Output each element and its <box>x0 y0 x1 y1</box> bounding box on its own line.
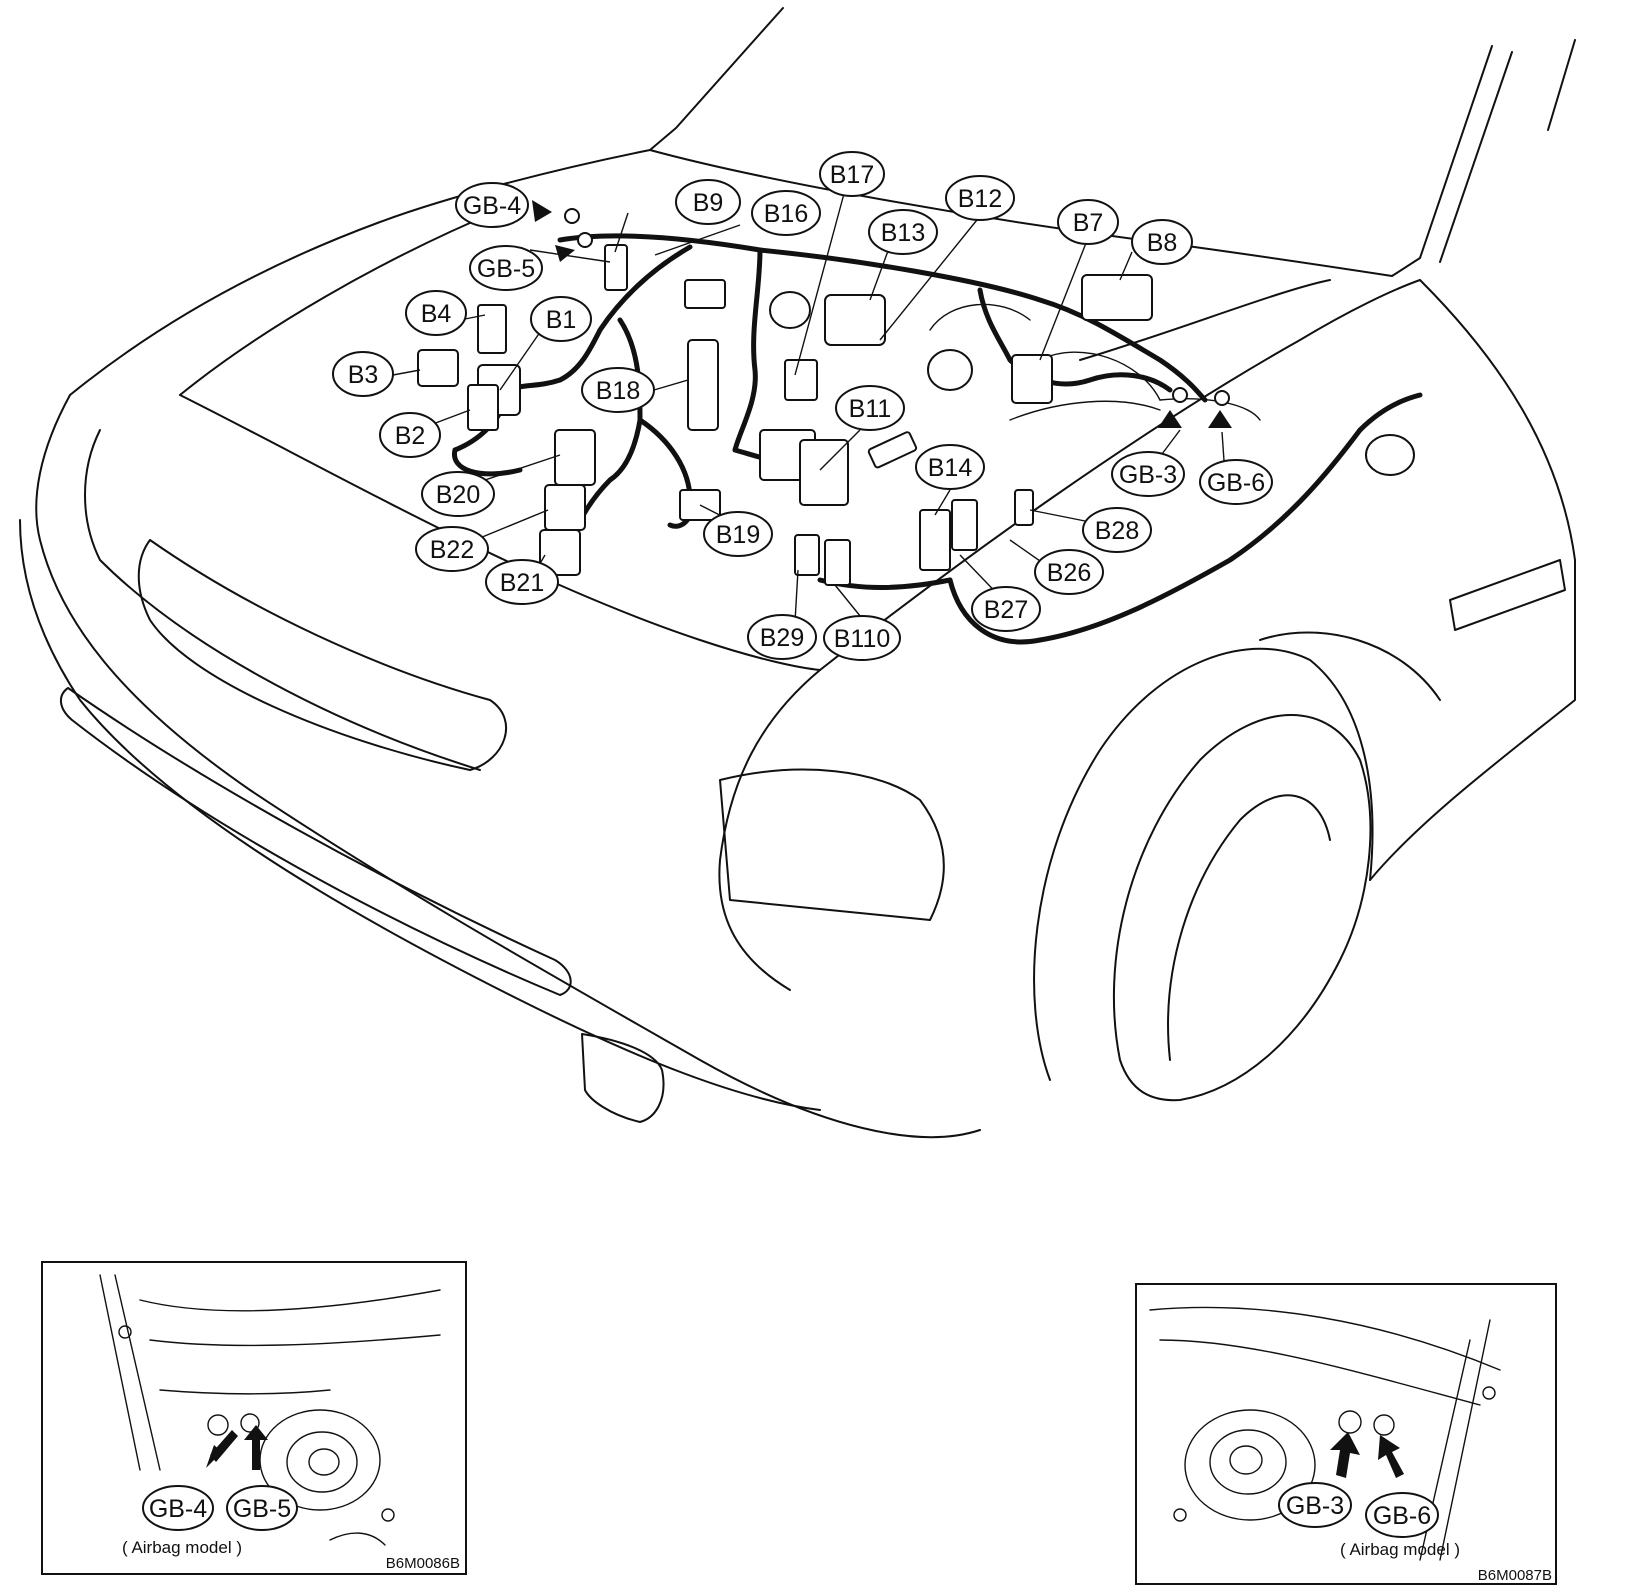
wiring-harness <box>452 233 1423 645</box>
callout-b3: B3 <box>332 351 394 397</box>
callout-b4: B4 <box>405 290 467 336</box>
callout-label: B110 <box>834 625 891 653</box>
callout-gb-5: GB-5 <box>469 245 543 291</box>
callout-label: B22 <box>430 536 474 564</box>
callout-b13: B13 <box>868 209 938 255</box>
callout-label: B26 <box>1047 559 1091 587</box>
callout-b2: B2 <box>379 412 441 458</box>
callout-label: B19 <box>716 521 760 549</box>
callout-b27: B27 <box>971 586 1041 632</box>
callout-gb-4: GB-4 <box>455 182 529 228</box>
callout-b8: B8 <box>1131 219 1193 265</box>
inset-left-gb5-callout: GB-5 <box>226 1485 298 1531</box>
inset-left-caption: ( Airbag model ) <box>122 1538 242 1557</box>
inset-right-labels: GB-3 GB-6 ( Airbag model ) B6M0087B <box>1278 1482 1552 1584</box>
inset-left-code: B6M0086B <box>386 1555 460 1572</box>
callout-b20: B20 <box>421 471 495 517</box>
callout-label: B28 <box>1095 517 1139 545</box>
callout-label: B21 <box>500 569 544 597</box>
callout-b1: B1 <box>530 296 592 342</box>
callout-b21: B21 <box>485 559 559 605</box>
ground-arrows <box>532 200 1232 428</box>
callout-b26: B26 <box>1034 549 1104 595</box>
callout-b28: B28 <box>1082 507 1152 553</box>
inset-left-label-1: GB-4 <box>149 1495 207 1523</box>
callout-label: GB-4 <box>463 192 521 220</box>
callout-label: B2 <box>395 422 426 450</box>
callout-b12: B12 <box>945 175 1015 221</box>
callout-label: B20 <box>436 481 480 509</box>
callout-label: B1 <box>546 306 577 334</box>
car-body-outline <box>19 7 1576 1139</box>
inset-left-labels: GB-4 GB-5 ( Airbag model ) B6M0086B <box>122 1485 460 1572</box>
callout-label: B4 <box>421 300 452 328</box>
callout-b9: B9 <box>675 179 741 225</box>
callout-label: B29 <box>760 624 804 652</box>
callout-b17: B17 <box>819 151 885 197</box>
callout-b29: B29 <box>747 614 817 660</box>
callout-b7: B7 <box>1057 199 1119 245</box>
callout-label: B8 <box>1147 229 1178 257</box>
inset-right-gb6-callout: GB-6 <box>1365 1492 1439 1538</box>
callout-label: B12 <box>958 185 1002 213</box>
callout-label: GB-5 <box>477 255 535 283</box>
callout-label: B14 <box>928 454 973 482</box>
callout-b16: B16 <box>751 190 821 236</box>
callout-label: B16 <box>764 200 808 228</box>
callout-label: B9 <box>693 189 724 217</box>
inset-right-label-1: GB-3 <box>1286 1492 1344 1520</box>
inset-right-label-2: GB-6 <box>1373 1502 1431 1530</box>
callout-label: B7 <box>1073 209 1104 237</box>
connector-callouts: B1B2B3B4B7B8B9B11B12B13B14B16B17B18B19B2… <box>332 151 1273 661</box>
callout-label: B17 <box>830 161 874 189</box>
callout-gb-6: GB-6 <box>1199 459 1273 505</box>
callout-b18: B18 <box>581 367 655 413</box>
callout-b11: B11 <box>835 385 905 431</box>
inset-right-caption: ( Airbag model ) <box>1340 1540 1460 1559</box>
callout-label: B13 <box>881 219 925 247</box>
inset-right-gb3-callout: GB-3 <box>1278 1482 1352 1528</box>
inset-right-code: B6M0087B <box>1478 1567 1552 1584</box>
callout-label: GB-6 <box>1207 469 1265 497</box>
callout-b110: B110 <box>823 615 901 661</box>
inset-left-gb4-callout: GB-4 <box>142 1485 214 1531</box>
callout-gb-3: GB-3 <box>1111 451 1185 497</box>
callout-label: B11 <box>849 395 892 423</box>
callout-b22: B22 <box>415 526 489 572</box>
callout-b14: B14 <box>915 444 985 490</box>
callout-label: B27 <box>984 596 1028 624</box>
callout-label: B3 <box>348 361 379 389</box>
callout-label: B18 <box>596 377 640 405</box>
inset-right-panel <box>1135 1283 1557 1585</box>
connector-bodies <box>417 208 1415 586</box>
callout-label: GB-3 <box>1119 461 1177 489</box>
callout-b19: B19 <box>703 511 773 557</box>
inset-left-label-2: GB-5 <box>233 1495 291 1523</box>
